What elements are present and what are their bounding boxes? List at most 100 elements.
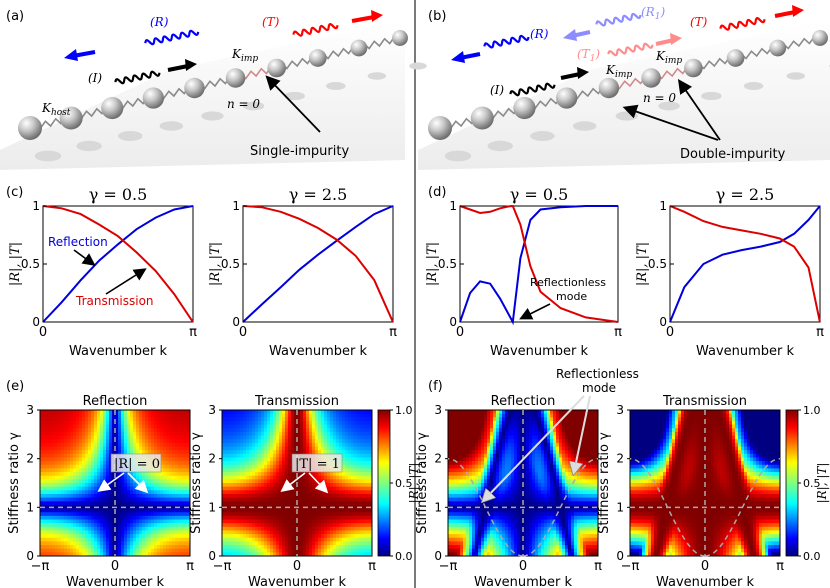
heat-cell [273,410,277,415]
heat-cell [94,442,98,447]
heat-cell [258,493,262,498]
heat-cell [448,537,452,542]
heat-cell [493,442,497,447]
heat-cell [169,453,173,458]
heat-cell [172,475,176,480]
heat-cell [234,472,238,477]
heat-cell [261,461,265,466]
heat-cell [457,475,461,480]
heat-cell [82,486,86,491]
heat-cell [285,519,289,524]
heat-cell [124,483,128,488]
heat-cell [454,526,458,531]
heat-cell [499,497,503,502]
heat-cell [222,552,226,557]
heat-cell [496,453,500,458]
bead-shadow [786,72,806,80]
heat-cell [73,468,77,473]
heat-cell [291,417,295,422]
heat-cell [70,479,74,484]
heat-cell [499,431,503,436]
heat-cell [478,410,482,415]
heat-cell [454,479,458,484]
heat-cell [288,519,292,524]
heat-cell [115,486,119,491]
heat-cell [448,464,452,469]
heat-cell [348,450,352,455]
heat-cell [291,534,295,539]
heat-cell [282,523,286,528]
heat-cell [136,519,140,524]
heat-cell [231,523,235,528]
heat-cell [261,424,265,429]
heat-cell [348,410,352,415]
heat-cell [252,534,256,539]
heat-cell [481,490,485,495]
heat-cell [475,457,479,462]
heat-cell [145,410,149,415]
heat-cell [366,450,370,455]
heat-cell [169,435,173,440]
heat-cell [315,417,319,422]
heat-cell [502,475,506,480]
heat-cell [279,508,283,513]
heat-cell [49,497,53,502]
heat-cell [484,420,488,425]
heat-cell [279,541,283,546]
heat-cell [94,428,98,433]
heat-cell [354,424,358,429]
heat-cell [52,537,56,542]
heat-cell [145,439,149,444]
heat-cell [496,512,500,517]
heat-cell [52,435,56,440]
heat-cell [79,464,83,469]
heat-cell [166,461,170,466]
heat-cell [312,508,316,513]
heat-cell [475,472,479,477]
heat-cell [466,461,470,466]
heat-cell [184,420,188,425]
x-tick-label: 0 [39,325,47,340]
heat-cell [348,472,352,477]
heat-cell [454,545,458,550]
heat-cell [336,424,340,429]
heat-cell [487,435,491,440]
heat-cell [481,519,485,524]
heat-cell [342,410,346,415]
heat-cell [136,515,140,520]
heat-cell [324,472,328,477]
heat-cell [184,515,188,520]
heat-cell [121,450,125,455]
heat-cell [246,428,250,433]
heat-cell [231,537,235,542]
heat-cell [469,428,473,433]
heat-cell [178,428,182,433]
heat-cell [240,428,244,433]
heat-cell [306,483,310,488]
heat-cell [103,493,107,498]
heat-cell [175,493,179,498]
heat-cell [312,450,316,455]
heat-cell [222,428,226,433]
heat-cell [348,483,352,488]
heat-cell [478,530,482,535]
reflection-curve [242,205,394,323]
heat-cell [369,515,373,520]
annotation-reflection: Reflection [48,235,108,249]
heat-cell [178,530,182,535]
heat-cell [369,431,373,436]
heat-cell [484,428,488,433]
heat-cell [249,515,253,520]
heat-cell [82,508,86,513]
heat-cell [318,515,322,520]
heat-cell [151,446,155,451]
heat-cell [264,442,268,447]
heat-cell [321,493,325,498]
heat-cell [505,420,509,425]
heat-cell [163,545,167,550]
heat-cell [264,479,268,484]
heat-cell [255,523,259,528]
heat-cell [463,453,467,458]
heat-cell [264,431,268,436]
heat-cell [469,461,473,466]
